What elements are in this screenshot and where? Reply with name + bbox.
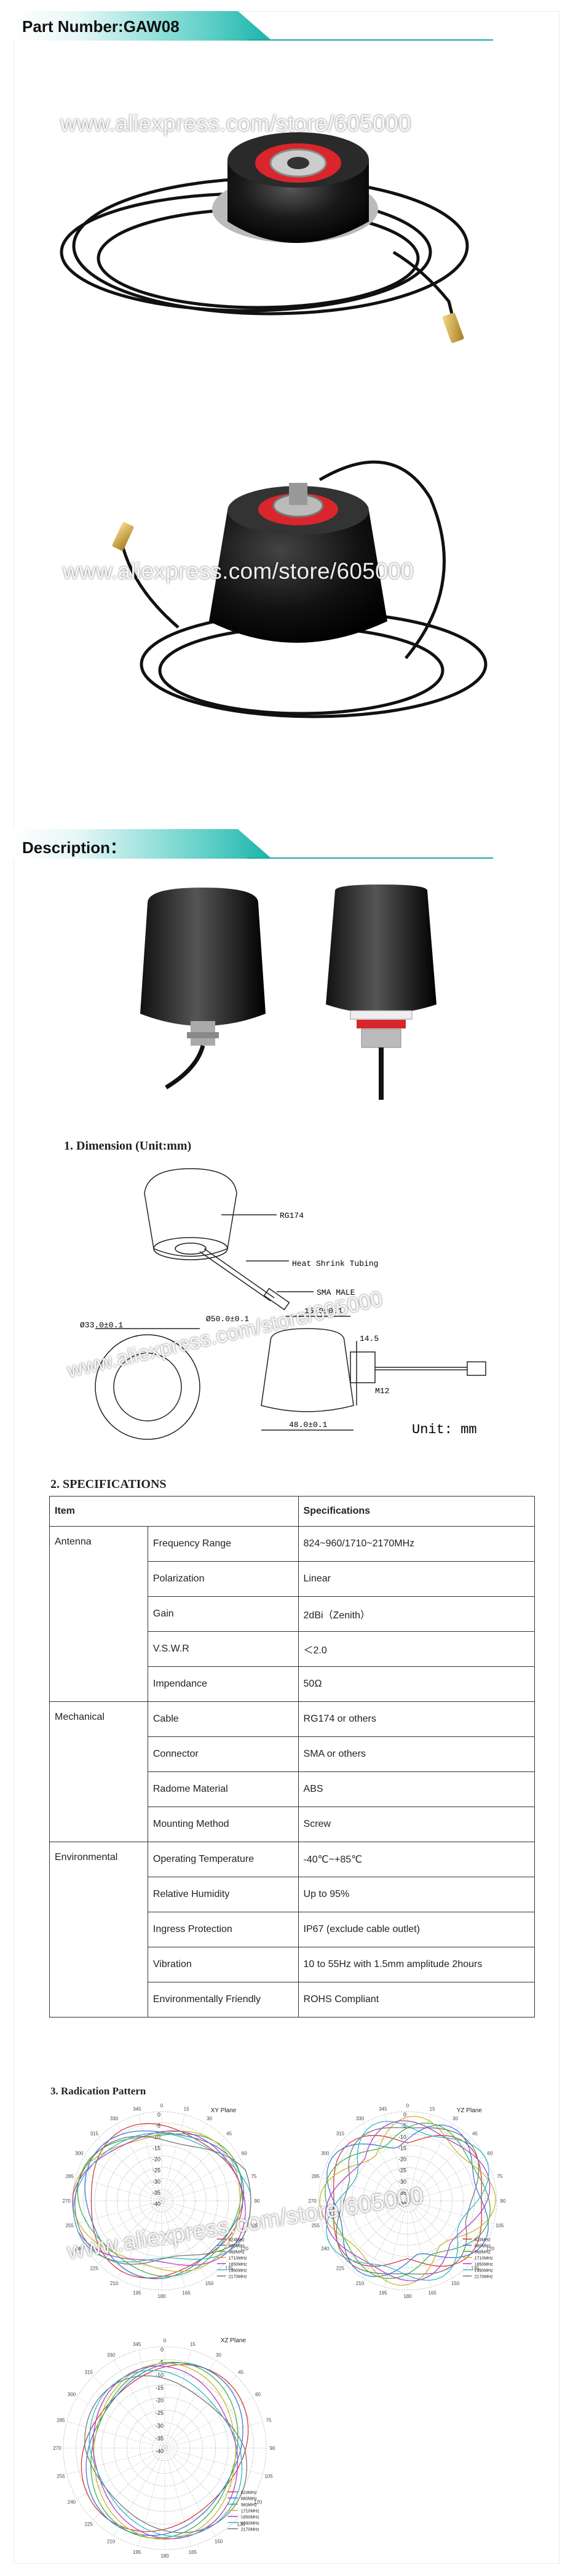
header-spec: Specifications bbox=[298, 1496, 535, 1527]
table-row: Radome Material ABS bbox=[50, 1771, 535, 1807]
row-label: Relative Humidity bbox=[147, 1877, 299, 1912]
table-row: Connector SMA or others bbox=[50, 1736, 535, 1772]
part-number-header: Part Number:GAW08 bbox=[14, 11, 493, 41]
row-value: ABS bbox=[298, 1771, 535, 1807]
group-mechanical: Mechanical bbox=[49, 1701, 148, 1842]
row-label: Impendance bbox=[147, 1666, 299, 1702]
row-value: 824~960/1710~2170MHz bbox=[298, 1526, 535, 1562]
table-row: Mounting Method Screw bbox=[50, 1807, 535, 1842]
label-dia-small: Ø33.0±0.1 bbox=[80, 1321, 123, 1330]
row-value: IP67 (exclude cable outlet) bbox=[298, 1912, 535, 1947]
page-frame bbox=[14, 11, 559, 2564]
row-value: Up to 95% bbox=[298, 1877, 535, 1912]
part-number: Part Number:GAW08 bbox=[22, 17, 180, 36]
row-value: 50Ω bbox=[298, 1666, 535, 1702]
row-label: Frequency Range bbox=[147, 1526, 299, 1562]
table-header-row: Item Specifications bbox=[49, 1496, 535, 1527]
table-row: Antenna Frequency Range 824~960/1710~217… bbox=[49, 1526, 535, 1702]
table-row: Impendance 50Ω bbox=[50, 1666, 535, 1702]
row-value: Linear bbox=[298, 1561, 535, 1597]
description-header: Description： bbox=[14, 829, 493, 859]
row-label: Vibration bbox=[147, 1947, 299, 1982]
table-row: Gain 2dBi（Zenith） bbox=[50, 1596, 535, 1632]
label-height: 14.5 bbox=[360, 1334, 379, 1343]
label-dia-large: Ø50.0±0.1 bbox=[206, 1314, 249, 1324]
row-value: Screw bbox=[298, 1807, 535, 1842]
row-label: Ingress Protection bbox=[147, 1912, 299, 1947]
group-environmental: Environmental bbox=[49, 1842, 148, 2017]
row-label: Radome Material bbox=[147, 1771, 299, 1807]
label-cable: RG174 bbox=[280, 1211, 304, 1220]
header-item: Item bbox=[49, 1496, 299, 1527]
watermark: www.aliexpress.com/store/605000 bbox=[63, 559, 414, 584]
row-value: -40℃~+85℃ bbox=[298, 1842, 535, 1877]
specs-title: 2. SPECIFICATIONS bbox=[50, 1477, 167, 1491]
row-label: Operating Temperature bbox=[147, 1842, 299, 1877]
dimension-drawing: RG174 Heat Shrink Tubing SMA MALE Ø33.0±… bbox=[65, 1156, 510, 1452]
description-title: Description： bbox=[22, 838, 127, 857]
label-connector: SMA MALE bbox=[317, 1288, 355, 1297]
label-tubing: Heat Shrink Tubing bbox=[292, 1259, 378, 1268]
label-base-width: 48.0±0.1 bbox=[289, 1420, 328, 1429]
product-photo-bottom: www.aliexpress.com/store/605000 bbox=[25, 424, 547, 744]
row-label: Mounting Method bbox=[147, 1807, 299, 1842]
radiation-title: 3. Radication Pattern bbox=[50, 2085, 146, 2097]
table-row: Environmentally Friendly ROHS Compliant bbox=[50, 1982, 535, 2017]
label-unit: Unit: mm bbox=[412, 1422, 477, 1437]
table-row: Environmental Operating Temperature -40℃… bbox=[49, 1842, 535, 2017]
table-row: Vibration 10 to 55Hz with 1.5mm amplitud… bbox=[50, 1947, 535, 1982]
row-label: Environmentally Friendly bbox=[147, 1982, 299, 2017]
row-value: ＜2.0 bbox=[298, 1631, 535, 1667]
specs-table: Item Specifications Antenna Frequency Ra… bbox=[49, 1496, 535, 2017]
group-antenna: Antenna bbox=[49, 1526, 148, 1702]
row-label: Cable bbox=[147, 1701, 299, 1737]
description-photos bbox=[123, 885, 467, 1106]
row-value: 10 to 55Hz with 1.5mm amplitude 2hours bbox=[298, 1947, 535, 1982]
label-thread: M12 bbox=[375, 1386, 389, 1396]
table-row: Polarization Linear bbox=[50, 1561, 535, 1597]
row-value: RG174 or others bbox=[298, 1701, 535, 1737]
watermark: www.aliexpress.com/store/605000 bbox=[60, 111, 411, 136]
row-label: Polarization bbox=[147, 1561, 299, 1597]
table-row: V.S.W.R ＜2.0 bbox=[50, 1631, 535, 1667]
row-label: Gain bbox=[147, 1596, 299, 1632]
product-photo-top: www.aliexpress.com/store/605000 bbox=[25, 68, 547, 388]
row-value: SMA or others bbox=[298, 1736, 535, 1772]
table-row: Mechanical Cable RG174 or others bbox=[49, 1701, 535, 1842]
table-row: Ingress Protection IP67 (exclude cable o… bbox=[50, 1912, 535, 1947]
label-width-top: 15.0±0.1 bbox=[304, 1306, 343, 1316]
dimension-title: 1. Dimension (Unit:mm) bbox=[64, 1139, 192, 1153]
row-label: V.S.W.R bbox=[147, 1631, 299, 1667]
row-value: ROHS Compliant bbox=[298, 1982, 535, 2017]
row-value: 2dBi（Zenith） bbox=[298, 1596, 535, 1632]
row-label: Connector bbox=[147, 1736, 299, 1772]
